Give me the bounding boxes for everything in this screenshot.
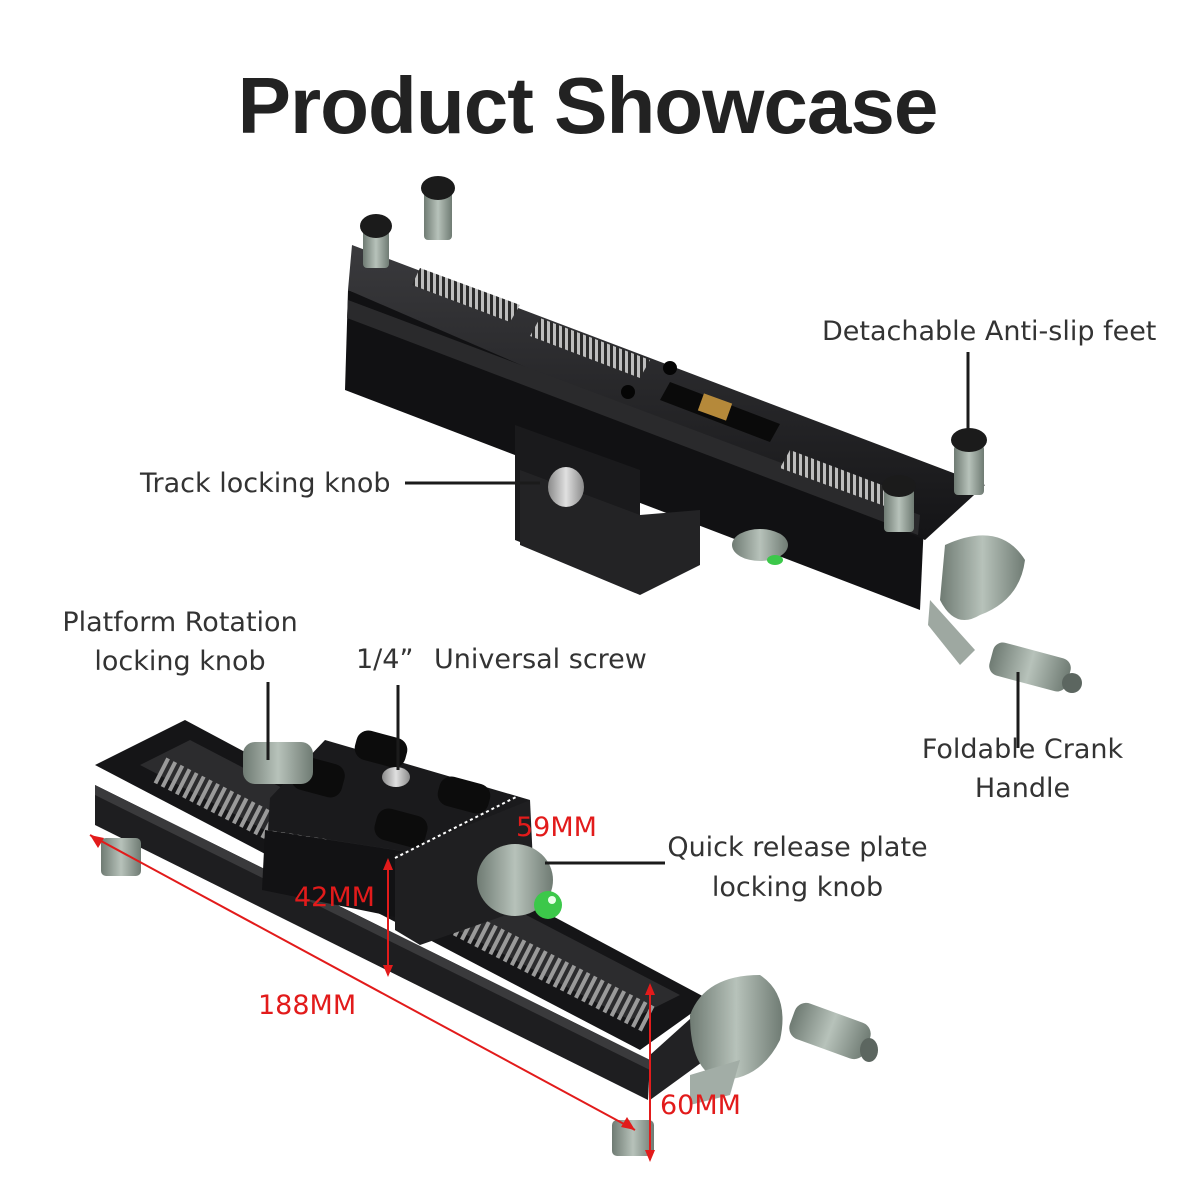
top-rail <box>345 176 1082 693</box>
qr-knob-label-1: Quick release plate <box>667 832 928 863</box>
crank-label-1: Foldable Crank <box>921 734 1124 765</box>
width-dimension: 59MM <box>516 812 597 843</box>
crank-handle <box>928 535 1082 693</box>
page-title: Product Showcase <box>237 61 939 150</box>
dimension-lines <box>89 834 655 1162</box>
track-knob-label: Track locking knob <box>140 468 391 499</box>
anti-slip-label: Detachable Anti-slip feet <box>822 316 1157 347</box>
width-guide <box>394 794 521 859</box>
qr-knob-label-2: locking knob <box>711 872 884 903</box>
scale-strip <box>347 300 920 535</box>
gear-slot <box>412 268 520 322</box>
bottom-rail <box>95 720 878 1156</box>
screw-name-label: Universal screw <box>434 644 647 675</box>
leader-lines <box>266 352 1020 865</box>
platform-knob-label-2: locking knob <box>94 646 266 677</box>
track-knob <box>548 467 584 507</box>
length-dimension: 188MM <box>258 990 357 1021</box>
rotation-knob <box>243 742 313 784</box>
platform-knob-label-1: Platform Rotation <box>62 607 298 638</box>
qr-knob <box>477 844 553 916</box>
platform-height-dimension: 42MM <box>294 882 375 913</box>
crank-label-2: Handle <box>974 773 1071 804</box>
anti-slip-feet <box>360 176 987 532</box>
bottom-crank <box>690 975 878 1105</box>
total-height-dimension: 60MM <box>660 1090 741 1121</box>
universal-screw <box>382 767 410 787</box>
screw-size-label: 1/4” <box>356 644 414 675</box>
